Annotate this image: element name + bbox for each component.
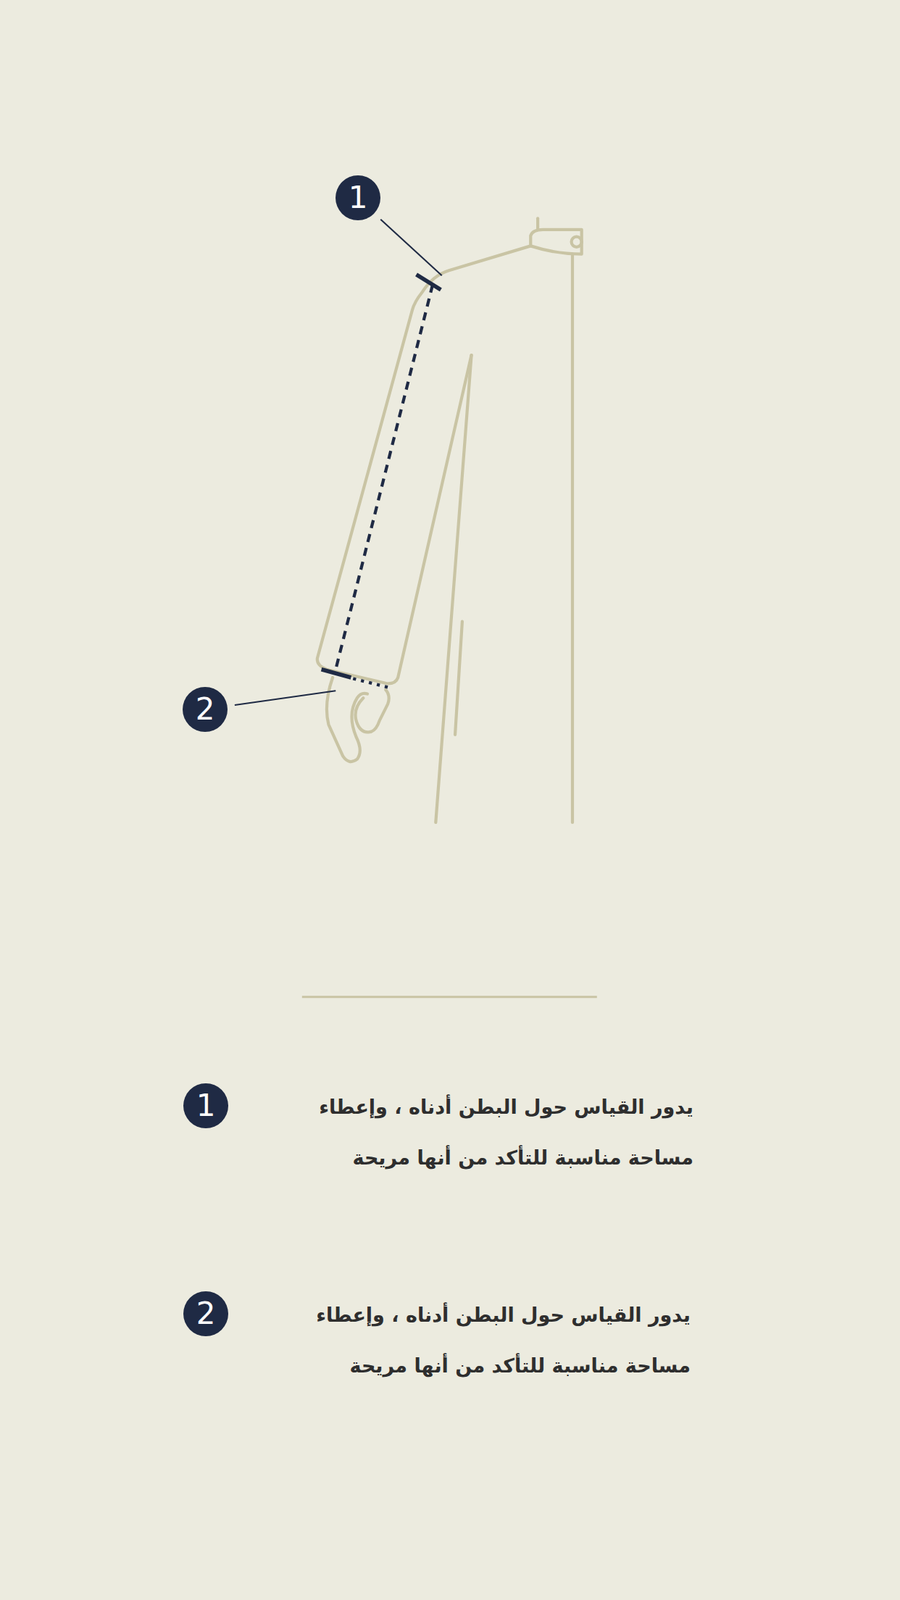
callout-number: 2 [195,694,216,725]
description-text: يدور القياس حول البطن أدناه ، وإعطاء مسا… [287,1081,694,1184]
callout-number: 2 [196,1298,216,1329]
callout-number: 1 [348,182,369,214]
callout-number: 1 [196,1090,216,1122]
description-text: يدور القياس حول البطن أدناه ، وإعطاء مسا… [284,1289,691,1392]
callout-circle: 2 [183,1291,229,1337]
callout-circle: 1 [183,1083,229,1129]
callout-circle: 2 [182,686,228,732]
callout-circle: 1 [335,175,381,221]
